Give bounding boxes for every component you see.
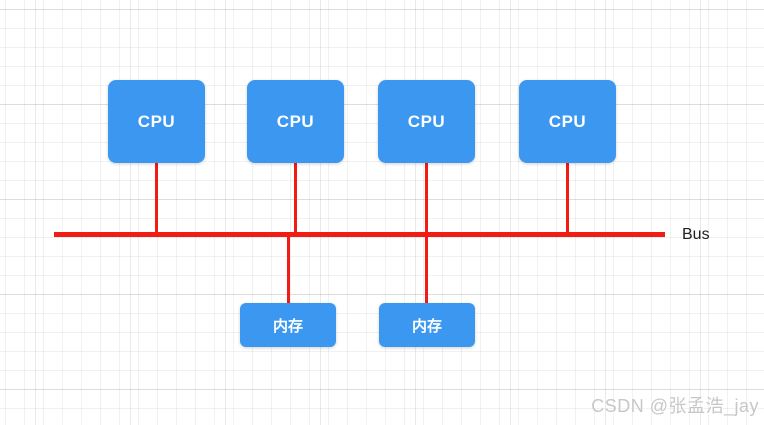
cpu-node-2-label: CPU [276, 111, 315, 131]
watermark: CSDN @张孟浩_jay [591, 396, 759, 416]
memory-node-1-label: 内存 [272, 317, 303, 335]
cpu-node-2: CPU [247, 80, 344, 163]
cpu-node-4-label: CPU [548, 111, 587, 131]
cpu-node-3: CPU [378, 80, 475, 163]
bus-label: Bus [682, 226, 710, 243]
cpu4-bus-connector [566, 163, 569, 233]
cpu-node-1: CPU [108, 80, 205, 163]
cpu2-bus-connector [294, 163, 297, 233]
cpu-node-4: CPU [519, 80, 616, 163]
bus-memory1-connector [287, 235, 290, 303]
cpu-node-1-label: CPU [137, 111, 176, 131]
cpu-node-3-label: CPU [407, 111, 446, 131]
memory-node-2-label: 内存 [411, 317, 442, 335]
cpu1-bus-connector [155, 163, 158, 233]
memory-node-2: 内存 [379, 303, 475, 347]
bus-line [54, 232, 665, 237]
memory-node-1: 内存 [240, 303, 336, 347]
